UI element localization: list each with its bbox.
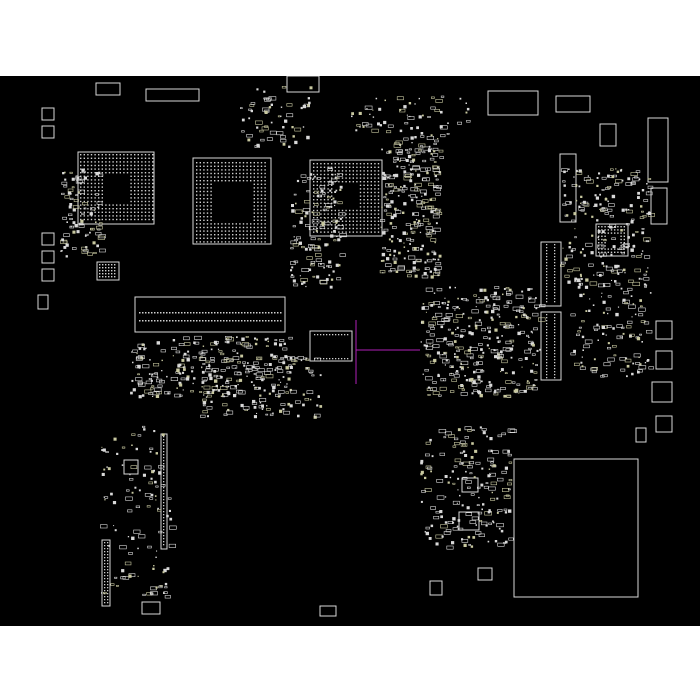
right-chip-6	[635, 427, 647, 443]
top-connector-d	[487, 90, 539, 116]
right-chip-3	[651, 381, 673, 403]
pcb-layout-drawing	[37, 76, 673, 617]
left-part-3	[41, 232, 55, 246]
side-connector-left	[101, 539, 111, 607]
right-chip-2	[655, 350, 673, 370]
memory-slot-horizontal	[134, 296, 286, 333]
memory-slot-vertical-b	[540, 311, 562, 381]
right-chip-4	[655, 415, 673, 433]
memory-slot-vertical-a	[540, 241, 562, 307]
top-connector-c	[286, 76, 320, 93]
bottom-chip-3	[477, 567, 493, 581]
gpu-bga	[309, 159, 383, 237]
bottom-chip-1	[461, 477, 479, 493]
right-chip-5	[599, 123, 617, 147]
pcb-board	[0, 76, 700, 626]
embedded-controller-chip	[309, 330, 353, 362]
top-right-connector	[647, 117, 669, 183]
right-block	[650, 187, 668, 225]
left-part-6	[37, 294, 49, 310]
large-shield-area	[513, 458, 639, 598]
bottom-chip-5	[123, 459, 139, 475]
right-chip-1	[655, 320, 673, 340]
left-part-2	[41, 125, 55, 139]
bottom-left-box	[141, 601, 161, 615]
top-connector-e	[555, 95, 591, 113]
northbridge-bga	[192, 157, 272, 245]
io-controller-chip	[595, 223, 629, 257]
small-qfp-chip	[96, 261, 120, 281]
highlighted-trace	[355, 320, 420, 384]
bottom-connector	[319, 605, 337, 617]
bottom-chip-4	[429, 580, 443, 596]
top-connector-a	[95, 82, 121, 96]
left-part-4	[41, 250, 55, 264]
top-connector-b	[145, 88, 200, 102]
left-part-5	[41, 268, 55, 282]
memory-slot-small	[559, 153, 577, 223]
cpu-socket-bga	[77, 151, 155, 225]
left-part-1	[41, 107, 55, 121]
